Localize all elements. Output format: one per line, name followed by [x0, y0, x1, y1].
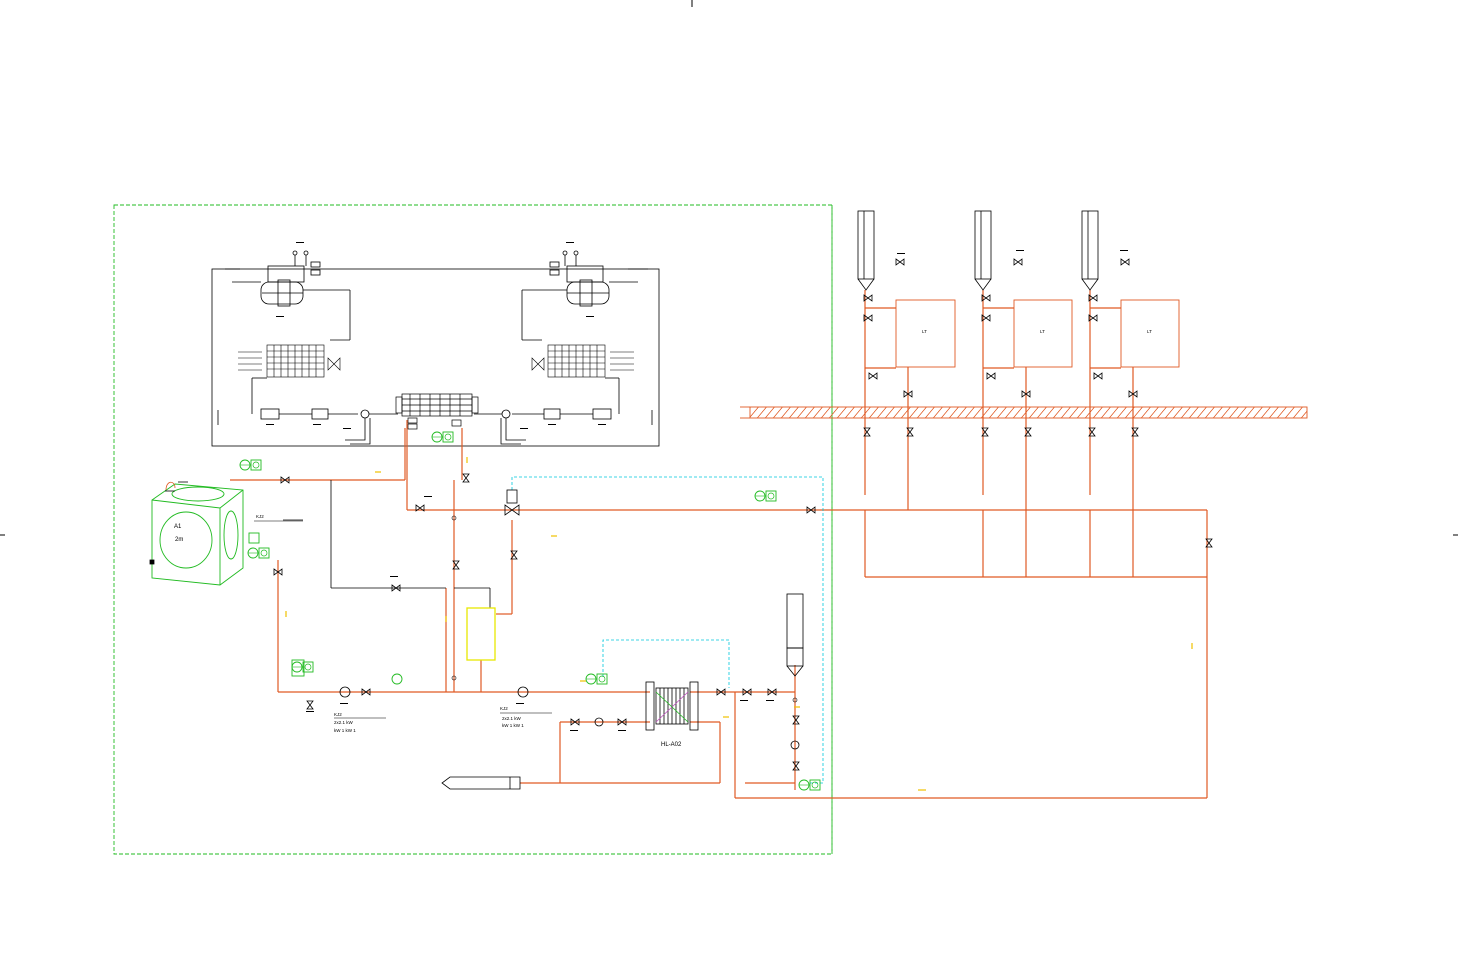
terminal-unit-2-tag: LT [1040, 329, 1045, 334]
three-way-control-valve[interactable] [504, 489, 520, 516]
note-right-1: KJ2 [500, 706, 508, 711]
thermometer-1 [857, 210, 875, 291]
water-piping [230, 290, 1208, 799]
chiller-unit-frame [211, 268, 660, 447]
hot-water-outlet [441, 776, 521, 790]
condenser-coil-right [531, 344, 634, 378]
tank-tag-note: KJ2 [254, 514, 303, 522]
note-left-3: kW 1 kW 1 [334, 728, 356, 733]
terminal-unit-1[interactable]: LT [895, 299, 956, 368]
refrigerant-loop-left [251, 377, 398, 445]
sheet-tick-marks [0, 0, 1458, 536]
tank-label-a: A1 [174, 524, 182, 530]
flow-direction-markers [285, 457, 1193, 791]
thermometer-2 [974, 210, 992, 291]
terminal-valves[interactable] [863, 258, 1213, 548]
tank-fittings [149, 481, 188, 565]
terminal-unit-3-tag: LT [1147, 329, 1152, 334]
equipment-notes-right: KJ2 2x2.1 kW kW 1 kW 1 [500, 706, 552, 728]
electric-heater[interactable] [466, 607, 496, 661]
piping-valves[interactable] [273, 473, 816, 771]
expansion-column [786, 593, 804, 677]
terminal-unit-1-tag: LT [922, 329, 927, 334]
plate-heat-exchanger[interactable]: HL-A02 [645, 681, 699, 748]
floor-slab [740, 406, 1308, 419]
heat-exchanger-tag: HL-A02 [661, 742, 682, 748]
refrigerant-loop-right [474, 377, 620, 445]
tag-marks [266, 242, 1128, 731]
note-left-2: 2x2.1 kW [334, 720, 354, 725]
condenser-coil-left [238, 344, 341, 378]
control-signal-lines [511, 476, 824, 784]
tank-tag: KJ2 [256, 514, 264, 519]
terminal-unit-2[interactable]: LT [1013, 299, 1073, 368]
note-left-1: KJ2 [334, 712, 342, 717]
equipment-notes-left: KJ2 2x2.1 kW kW 1 kW 1 [334, 712, 386, 733]
tank-label-b: 2m [175, 537, 183, 543]
note-right-3: kW 1 kW 1 [502, 723, 524, 728]
drain-piping [283, 480, 491, 608]
thermometer-3 [1081, 210, 1099, 291]
terminal-unit-3[interactable]: LT [1120, 299, 1180, 368]
machine-room-boundary [113, 204, 833, 855]
evaporator [395, 393, 479, 430]
note-right-2: 2x2.1 kW [502, 716, 522, 721]
pressure-gauges[interactable] [239, 431, 821, 791]
compressor-left [232, 250, 351, 341]
compressor-right [521, 250, 638, 341]
water-storage-tank[interactable]: A1 2m [151, 483, 244, 586]
